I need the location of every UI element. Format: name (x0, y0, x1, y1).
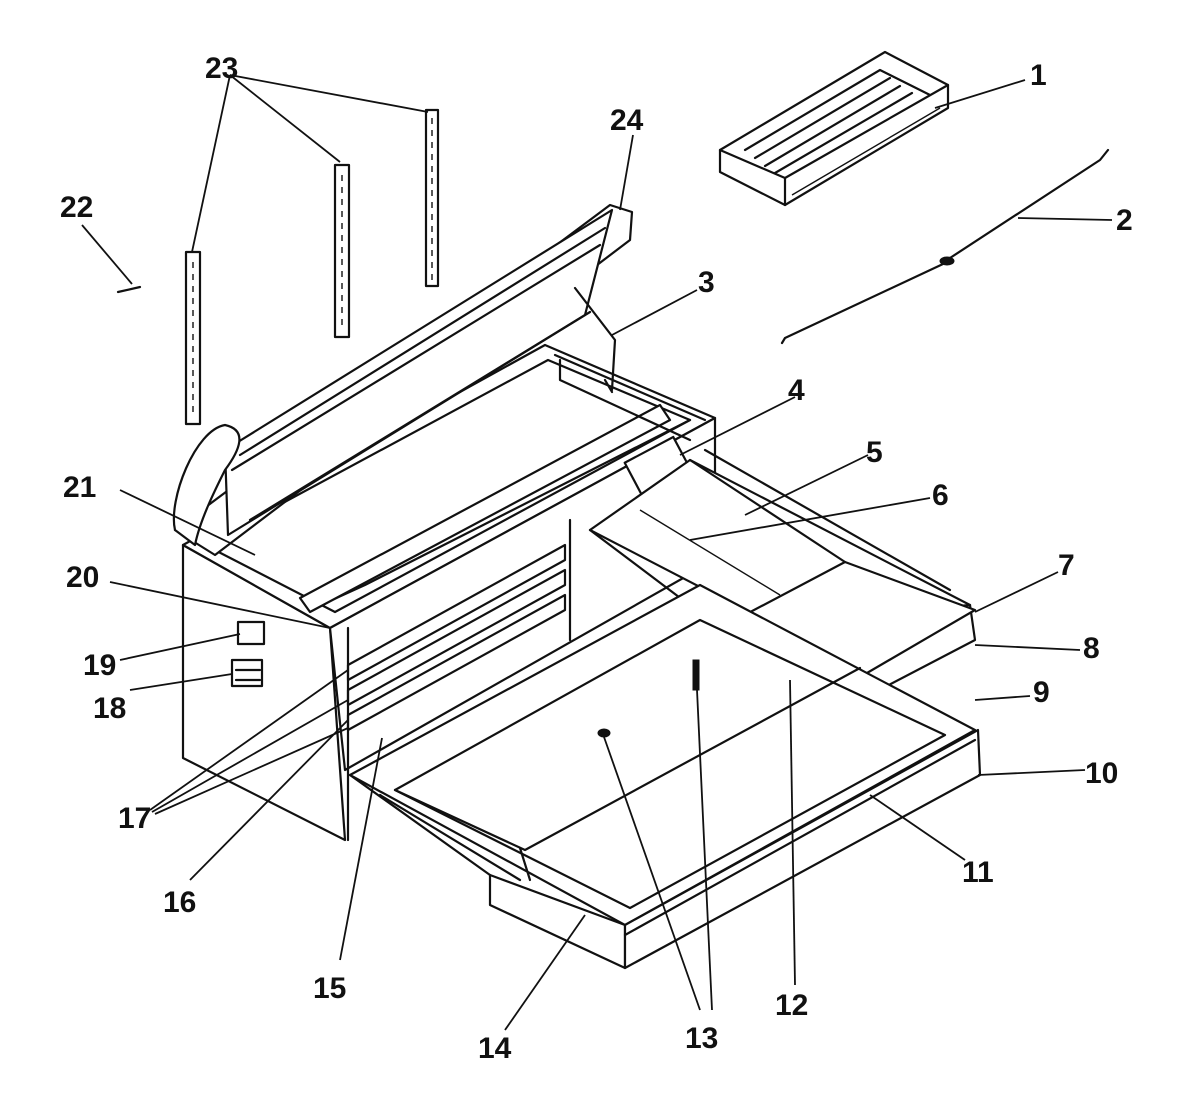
callout-13: 13 (685, 1022, 718, 1055)
pin-part (116, 285, 142, 294)
lower-drawer-part (348, 583, 982, 970)
slide-strips-part (184, 108, 440, 426)
callout-20: 20 (66, 561, 99, 594)
lid-stay-rod-part (780, 148, 1110, 345)
callout-labels: 1 2 3 4 5 6 7 8 9 10 11 12 13 14 15 16 1… (60, 52, 1133, 1065)
callout-4: 4 (788, 374, 805, 407)
leader-lines (81, 74, 1113, 1031)
tote-tray-part (718, 50, 950, 207)
callout-14: 14 (478, 1032, 512, 1065)
callout-15: 15 (313, 972, 346, 1005)
callout-5: 5 (866, 436, 883, 469)
callout-8: 8 (1083, 632, 1100, 665)
callout-17: 17 (118, 802, 151, 835)
callout-22: 22 (60, 191, 93, 224)
callout-9: 9 (1033, 676, 1050, 709)
callout-1: 1 (1030, 59, 1047, 92)
callout-23: 23 (205, 52, 238, 85)
callout-24: 24 (610, 104, 644, 137)
callout-19: 19 (83, 649, 116, 682)
callout-12: 12 (775, 989, 808, 1022)
callout-21: 21 (63, 471, 96, 504)
callout-3: 3 (698, 266, 715, 299)
callout-11: 11 (962, 856, 994, 889)
callout-2: 2 (1116, 204, 1133, 237)
tool-chest-body (181, 343, 717, 842)
callout-6: 6 (932, 479, 949, 512)
callout-18: 18 (93, 692, 126, 725)
callout-10: 10 (1085, 757, 1118, 790)
lid-part (172, 203, 634, 557)
callout-16: 16 (163, 886, 196, 919)
callout-7: 7 (1058, 549, 1075, 582)
